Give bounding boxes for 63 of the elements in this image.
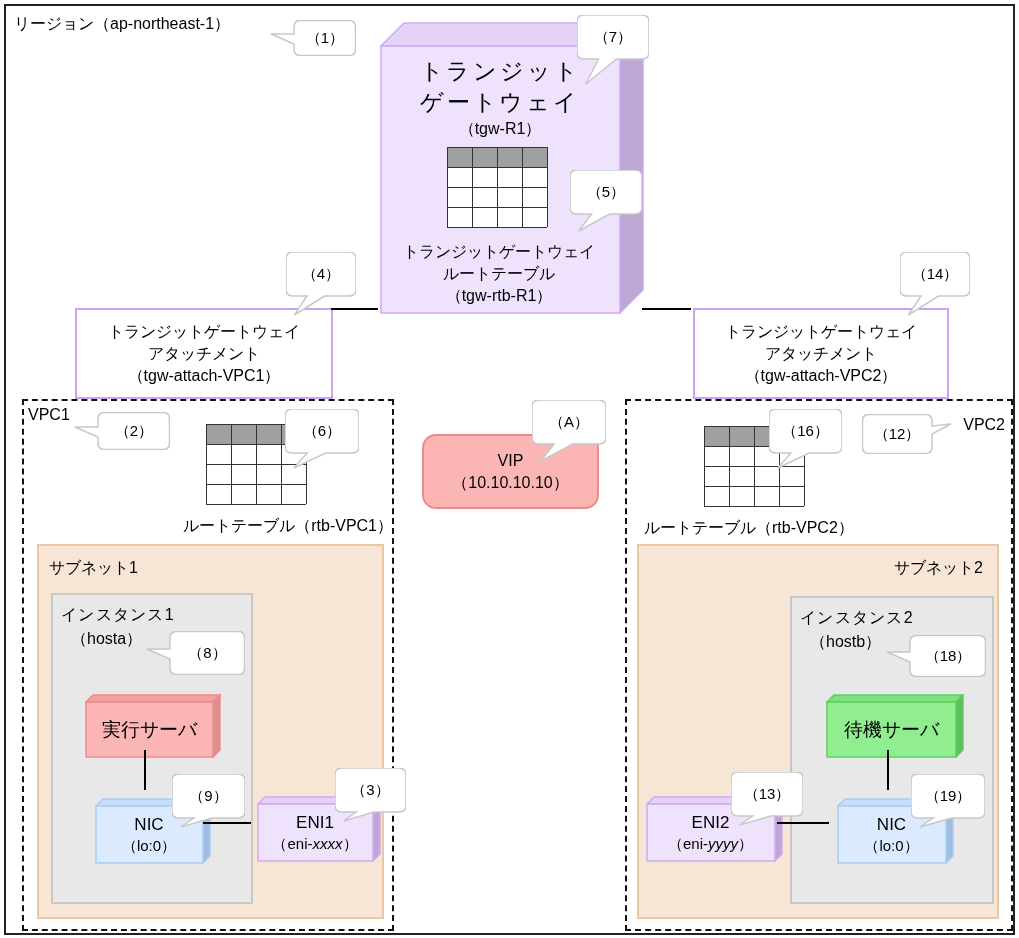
attachment-label: トランジットゲートウェイアタッチメント: [724, 321, 918, 364]
interface-label: （eni-xxxx）: [272, 834, 358, 854]
attachment-label: （tgw-attach-VPC1）: [127, 365, 281, 386]
callout-number: （13）: [743, 783, 791, 804]
interface-label: ENI2: [691, 812, 730, 834]
connector-line: [144, 749, 146, 791]
server-label: 実行サーバ: [101, 717, 197, 742]
route-table-label: トランジットゲートウェイルートテーブル: [402, 242, 596, 284]
subnet-area: [637, 544, 999, 919]
interface-label: （eni-yyyy）: [668, 834, 753, 854]
subnet-label: サブネット1: [49, 559, 138, 576]
instance-area: [790, 596, 994, 904]
server-label: 待機サーバ: [843, 717, 939, 742]
instance-label: （hostb）: [810, 632, 882, 652]
attachment-label: トランジットゲートウェイアタッチメント: [107, 321, 301, 364]
attachment-box: [693, 308, 949, 399]
region-frame: [4, 4, 1015, 935]
callout-number: （5）: [586, 181, 626, 202]
vip-label: VIP: [497, 450, 524, 471]
instance-label: （hosta）: [71, 629, 143, 649]
gateway-id: （tgw-R1）: [458, 119, 542, 139]
callout-number: （2）: [114, 420, 154, 441]
connector-line: [641, 308, 692, 310]
instance-area: [51, 593, 253, 904]
interface-label: （lo:0）: [121, 836, 177, 856]
attachment-box: [75, 308, 333, 399]
connector-line: [330, 308, 379, 310]
interface-label: NIC: [876, 814, 907, 836]
connector-line: [887, 749, 889, 791]
vpc-label: VPC2: [963, 416, 1005, 433]
instance-label: インスタンス2: [800, 608, 914, 628]
attachment-label: （tgw-attach-VPC2）: [744, 365, 898, 386]
callout-number: （3）: [351, 779, 390, 800]
callout-number: （8）: [188, 642, 227, 663]
callout-number: （19）: [924, 785, 972, 806]
interface-label: ENI1: [296, 812, 334, 834]
vpc-frame: [22, 399, 394, 931]
route-table-label: ルートテーブル（rtb-VPC1）: [183, 516, 393, 536]
callout-number: （1）: [305, 27, 345, 48]
callout-number: （9）: [189, 785, 228, 806]
callout-number: （A）: [549, 411, 589, 432]
instance-label: インスタンス1: [61, 605, 175, 625]
connector-line: [776, 822, 830, 824]
interface-label: （lo:0）: [864, 836, 919, 856]
callout-number: （14）: [911, 263, 959, 284]
callout-number: （16）: [782, 420, 829, 441]
callout-number: （18）: [924, 645, 972, 666]
vpc-frame: [625, 399, 1013, 931]
callout-number: （12）: [873, 423, 921, 444]
connector-line: [202, 822, 252, 824]
interface-label: NIC: [134, 814, 164, 836]
gateway-title: トランジットゲートウェイ: [418, 57, 582, 117]
vpc-label: VPC1: [28, 406, 70, 423]
region-label: リージョン（ap-northeast-1）: [14, 15, 231, 32]
route-table-label: ルートテーブル（rtb-VPC2）: [644, 518, 854, 538]
vip-box: [422, 434, 599, 509]
subnet-area: [37, 544, 384, 919]
callout-number: （7）: [593, 26, 633, 47]
vip-label: （10.10.10.10）: [452, 472, 569, 493]
route-table-label: （tgw-rtb-R1）: [444, 286, 554, 306]
subnet-label: サブネット2: [894, 559, 983, 576]
callout-number: （4）: [301, 263, 341, 284]
callout-number: （6）: [302, 420, 342, 441]
